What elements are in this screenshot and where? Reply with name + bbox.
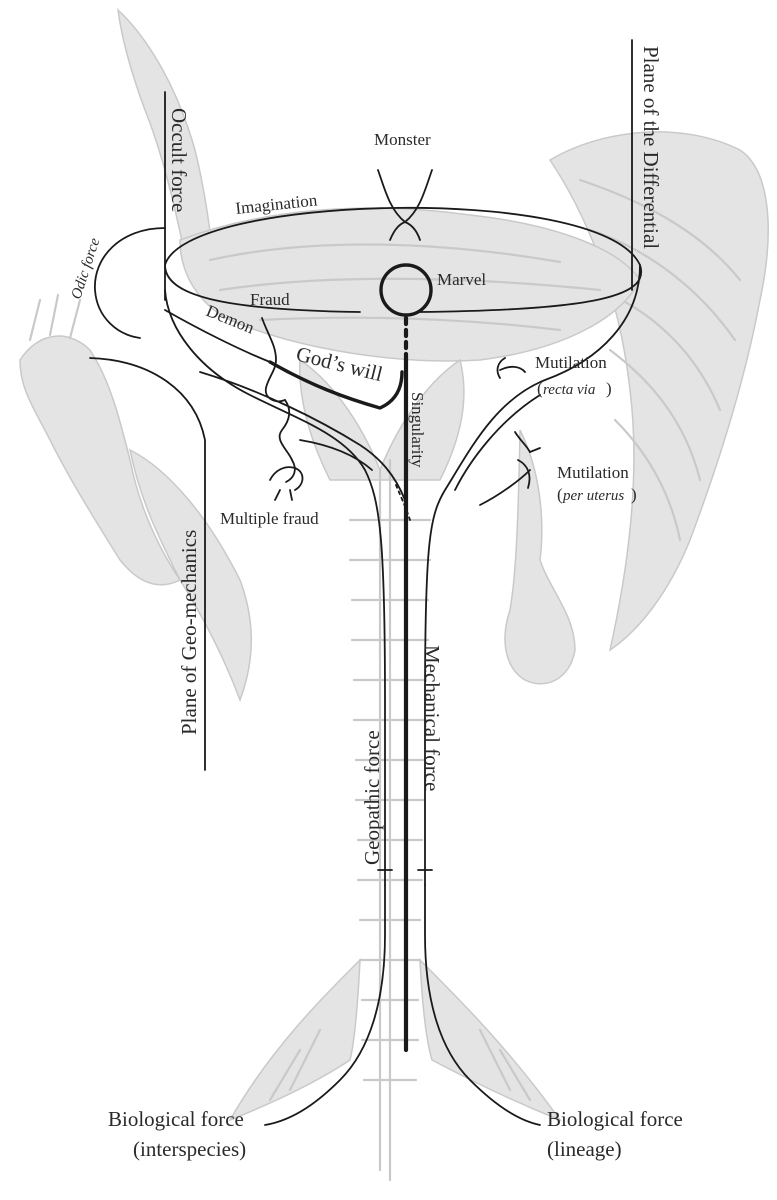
label-mutilation-1: Mutilation: [535, 353, 607, 372]
odic-force-arc: [95, 228, 165, 338]
label-mutilation-2: Mutilation: [557, 463, 629, 482]
label-multiple-fraud: Multiple fraud: [220, 509, 319, 528]
label-per-uterus-close: ): [631, 485, 637, 504]
label-bio-interspecies-1: Biological force: [108, 1107, 244, 1131]
label-monster: Monster: [374, 130, 431, 149]
label-bio-lineage-2: (lineage): [547, 1137, 622, 1161]
mutilation-recta-via-shape: [498, 358, 525, 378]
label-marvel: Marvel: [437, 270, 486, 289]
label-fraud: Fraud: [250, 290, 290, 309]
label-singularity: Singularity: [408, 392, 427, 468]
label-geopathic-force: Geopathic force: [360, 730, 384, 865]
label-per-uterus: per uterus: [562, 488, 624, 504]
label-plane-geo-mechanics: Plane of Geo-mechanics: [177, 530, 201, 735]
label-recta-via: recta via: [543, 382, 595, 398]
multiple-fraud-shape: [270, 467, 303, 490]
label-plane-differential: Plane of the Differential: [639, 46, 663, 249]
label-mechanical-force: Mechanical force: [420, 645, 444, 791]
label-bio-lineage-1: Biological force: [547, 1107, 683, 1131]
label-recta-via-close: ): [606, 379, 612, 398]
label-occult-force: Occult force: [167, 108, 191, 212]
label-bio-interspecies-2: (interspecies): [133, 1137, 246, 1161]
